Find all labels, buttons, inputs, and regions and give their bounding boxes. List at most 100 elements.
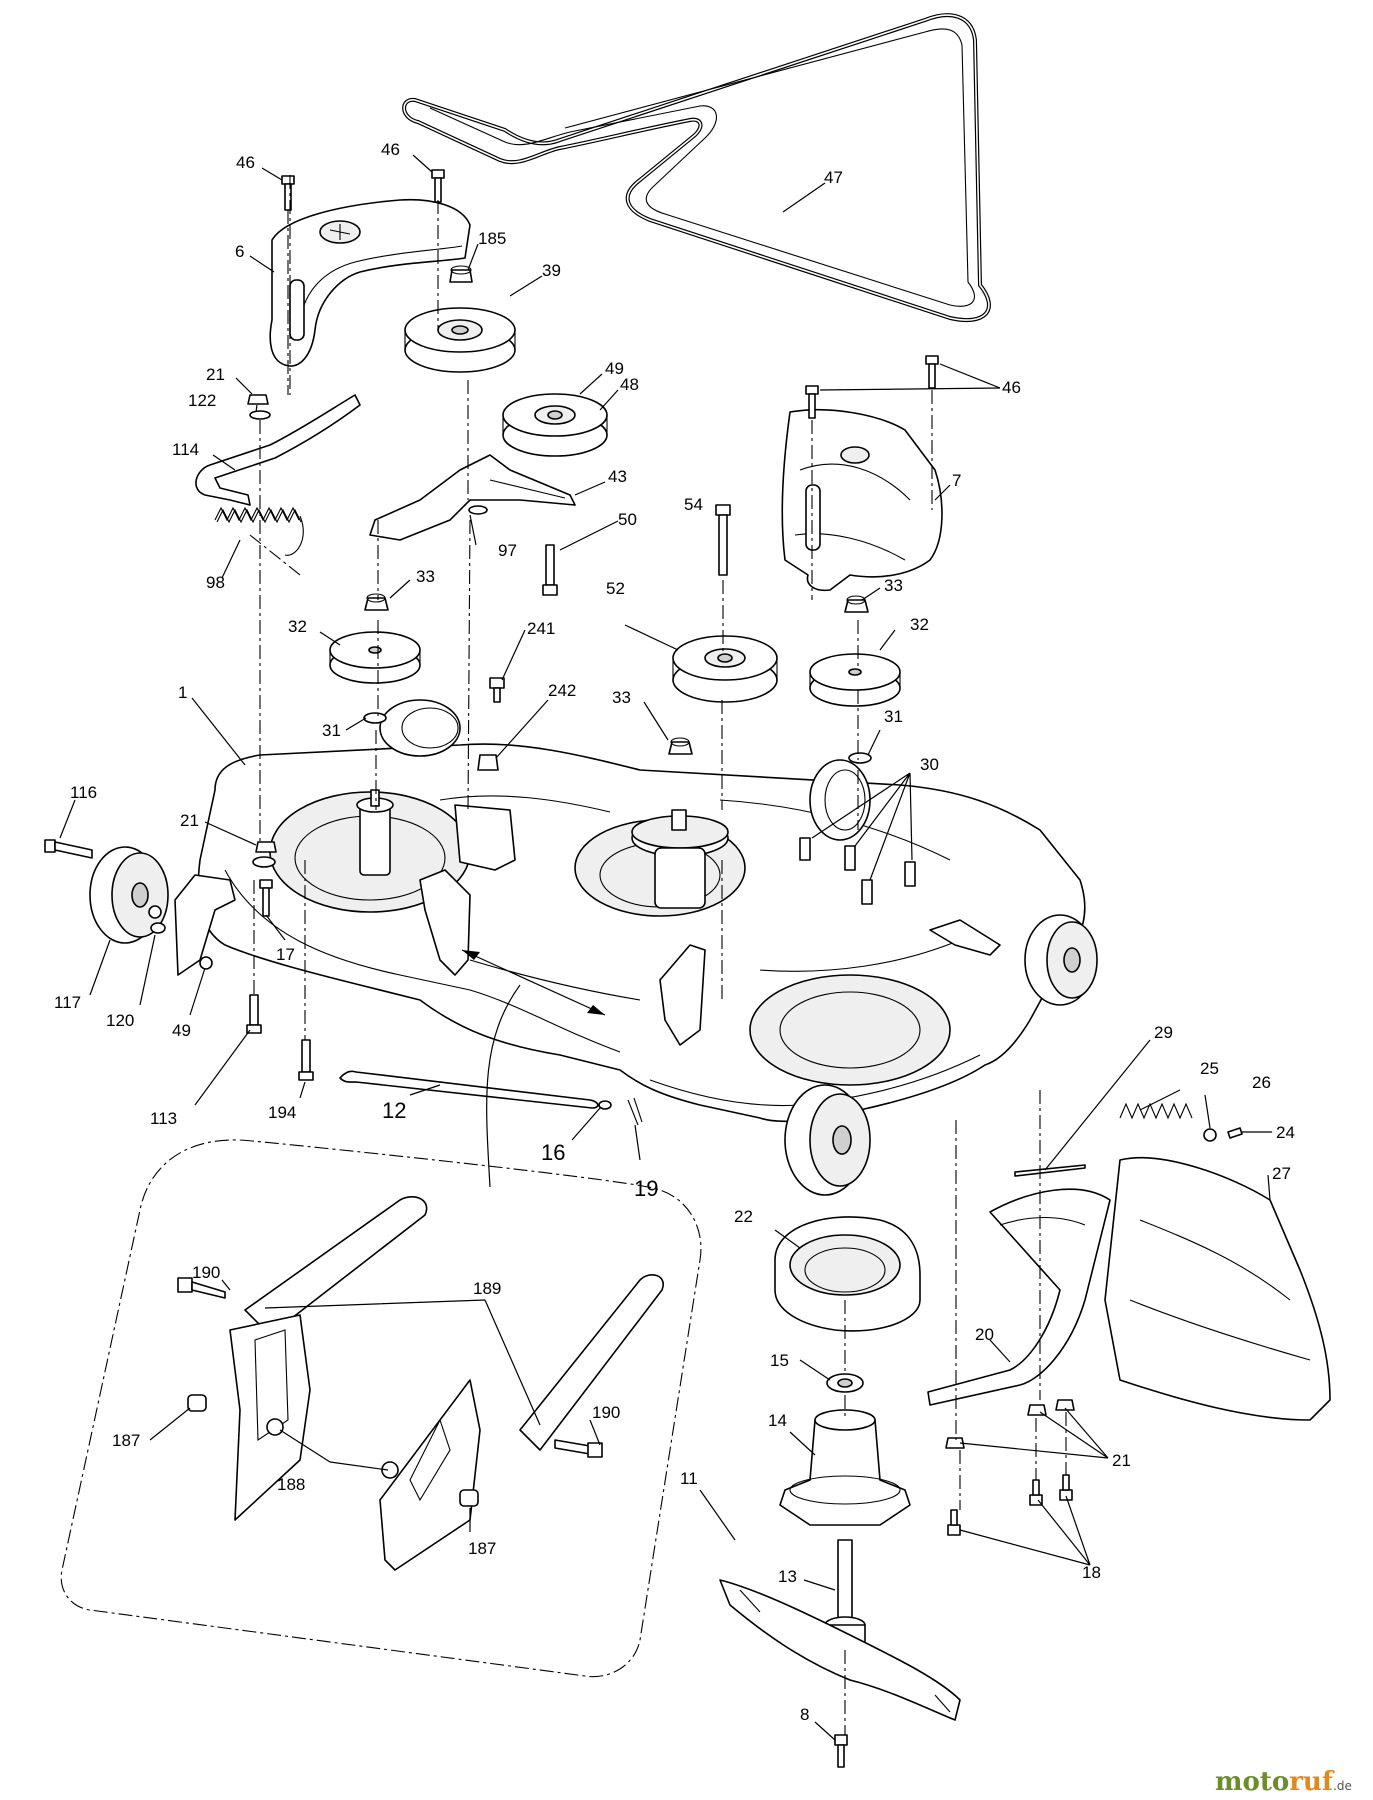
- nut-26[interactable]: [1203, 1128, 1217, 1142]
- bolt-242[interactable]: [477, 754, 499, 771]
- callout-48: 48: [620, 375, 639, 394]
- nut-33-left[interactable]: [364, 593, 389, 611]
- bolt-190-right[interactable]: [554, 1439, 603, 1458]
- callout-25: 25: [1200, 1059, 1219, 1078]
- idler-pulley-48[interactable]: [502, 393, 608, 457]
- discharge-chute-27[interactable]: [1104, 1156, 1331, 1421]
- baffle-ring-22[interactable]: [774, 1216, 921, 1332]
- nut-49[interactable]: [199, 956, 213, 970]
- bolt-46-right-b[interactable]: [925, 355, 939, 389]
- idler-pulley-39[interactable]: [404, 307, 516, 373]
- callout-14: 14: [768, 1411, 787, 1430]
- bolt-8[interactable]: [834, 1734, 848, 1768]
- callout-7: 7: [952, 471, 961, 490]
- callout-187: 187: [468, 1539, 496, 1558]
- idler-spring[interactable]: [214, 506, 304, 556]
- nut-185[interactable]: [449, 265, 473, 283]
- gauge-wheel-left[interactable]: [89, 846, 169, 944]
- deck-bracket-front[interactable]: [419, 804, 516, 976]
- washer-122[interactable]: [249, 410, 271, 420]
- leader-lines: [59, 154, 1272, 1741]
- callout-120: 120: [106, 1011, 134, 1030]
- callout-29: 29: [1154, 1023, 1173, 1042]
- deck-pulley-center[interactable]: [631, 809, 729, 909]
- bolts-30[interactable]: [799, 837, 916, 905]
- wheel-bracket-left[interactable]: [174, 874, 236, 976]
- deck-spindle-left[interactable]: [356, 789, 394, 876]
- watermark-suffix: .de: [1333, 1779, 1352, 1793]
- lift-link-189-left[interactable]: [229, 1196, 428, 1521]
- washer-120[interactable]: [150, 922, 166, 934]
- callout-46: 46: [236, 153, 255, 172]
- belt-cover-left[interactable]: [269, 198, 471, 367]
- svg-text:motoruf.de: motoruf.de: [1215, 1767, 1352, 1797]
- bolt-194[interactable]: [298, 1039, 314, 1081]
- nut-21-deck[interactable]: [255, 841, 277, 853]
- rod-29[interactable]: [1014, 1164, 1086, 1177]
- spindle-pulley-32-left[interactable]: [329, 631, 421, 684]
- callouts: 46 46 47 6 185 39 21 122 49 48 46 114 43…: [54, 140, 1295, 1724]
- nut-188-b[interactable]: [381, 1461, 399, 1479]
- callout-43: 43: [608, 467, 627, 486]
- gauge-wheel-front[interactable]: [784, 1084, 871, 1196]
- callout-21: 21: [1112, 1451, 1131, 1470]
- flat-idler-pulley-52[interactable]: [672, 635, 778, 703]
- deck-bracket-rear[interactable]: [659, 944, 706, 1046]
- callout-122: 122: [188, 391, 216, 410]
- callout-16: 16: [541, 1140, 565, 1165]
- callout-21: 21: [180, 811, 199, 830]
- callout-46: 46: [381, 140, 400, 159]
- pin-16[interactable]: [598, 1100, 612, 1110]
- washer-21-deck[interactable]: [252, 856, 276, 868]
- washer-97[interactable]: [468, 505, 488, 515]
- screw-24[interactable]: [1227, 1127, 1243, 1139]
- bolts-18[interactable]: [947, 1474, 1073, 1536]
- spring-25[interactable]: [1119, 1102, 1193, 1120]
- deflector-20[interactable]: [927, 1188, 1111, 1406]
- adjustment-rod[interactable]: [195, 394, 361, 506]
- wheel-bracket-right[interactable]: [929, 919, 1001, 956]
- gauge-wheel-rear-right[interactable]: [809, 759, 871, 841]
- bushing-187-left[interactable]: [187, 1394, 207, 1412]
- callout-33: 33: [884, 576, 903, 595]
- drive-belt[interactable]: [402, 13, 991, 323]
- bolt-46-mid[interactable]: [431, 169, 445, 203]
- washer-31-left[interactable]: [363, 712, 387, 724]
- blade-11[interactable]: [719, 1579, 961, 1721]
- nut-33-right[interactable]: [844, 595, 869, 613]
- callout-190: 190: [592, 1403, 620, 1422]
- bushing-187-right[interactable]: [459, 1489, 479, 1507]
- bolt-46-right-a[interactable]: [805, 385, 819, 419]
- callout-22: 22: [734, 1207, 753, 1226]
- alignment-lines: [249, 175, 1067, 1735]
- gauge-wheel-rear-left[interactable]: [379, 699, 461, 757]
- callout-1: 1: [178, 683, 187, 702]
- callout-46: 46: [1002, 378, 1021, 397]
- washer-31-right[interactable]: [848, 752, 872, 764]
- idler-arm[interactable]: [369, 454, 576, 541]
- spindle-housing-14[interactable]: [779, 1409, 911, 1526]
- nut-188-a[interactable]: [266, 1418, 284, 1436]
- bearing-15[interactable]: [826, 1373, 864, 1393]
- belt-cover-right[interactable]: [781, 408, 943, 592]
- bolt-190-left[interactable]: [177, 1277, 226, 1299]
- callout-8: 8: [800, 1705, 809, 1724]
- bolt-241[interactable]: [489, 677, 505, 703]
- lift-rod[interactable]: [339, 949, 606, 1188]
- bolt-50[interactable]: [542, 544, 558, 596]
- bolt-46-left[interactable]: [281, 175, 295, 211]
- bolt-17[interactable]: [259, 879, 273, 917]
- lift-link-189-right[interactable]: [379, 1274, 664, 1571]
- nut-21-top[interactable]: [247, 394, 269, 405]
- nut-33-center[interactable]: [668, 737, 693, 755]
- bolt-54[interactable]: [715, 504, 731, 576]
- gauge-wheel-right[interactable]: [1024, 914, 1098, 1006]
- bolt-113[interactable]: [246, 994, 262, 1034]
- callout-190: 190: [192, 1263, 220, 1282]
- spindle-pulley-32-right[interactable]: [809, 653, 901, 707]
- callout-49: 49: [172, 1021, 191, 1040]
- bolt-116[interactable]: [44, 839, 93, 859]
- nuts-21-chute[interactable]: [945, 1399, 1075, 1449]
- callout-33: 33: [612, 688, 631, 707]
- hairpin-19[interactable]: [627, 1097, 643, 1126]
